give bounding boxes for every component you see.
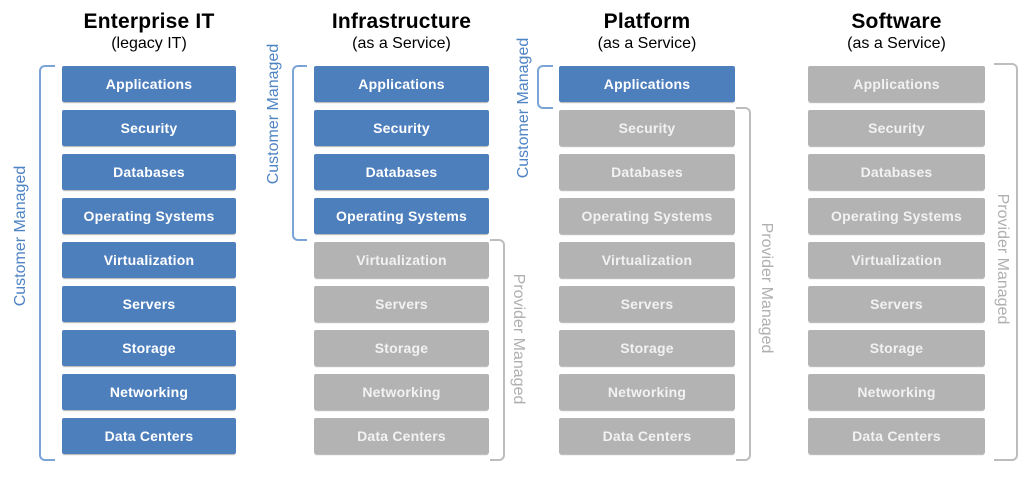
layer-box-virtualization: Virtualization [559,242,735,278]
layer-box-networking: Networking [314,374,489,410]
layer-box-virtualization: Virtualization [62,242,236,278]
layer-box-servers: Servers [62,286,236,322]
layer-box-operating-systems: Operating Systems [314,198,489,234]
layer-box-virtualization: Virtualization [314,242,489,278]
column-subtitle: (as a Service) [597,35,697,52]
layer-box-security: Security [62,110,236,146]
customer-managed-bracket [537,65,553,109]
provider-managed-bracket [994,63,1018,461]
layer-box-data-centers: Data Centers [559,418,735,454]
column-subtitle: (as a Service) [352,35,451,52]
layer-box-applications: Applications [808,66,985,102]
column-header-platform: Platform (as a Service) [527,10,767,54]
column-title: Infrastructure [331,10,472,33]
layer-box-operating-systems: Operating Systems [559,198,735,234]
column-title: Platform [603,10,691,33]
layer-box-databases: Databases [62,154,236,190]
layer-box-servers: Servers [808,286,985,322]
layer-box-databases: Databases [559,154,735,190]
layer-box-data-centers: Data Centers [808,418,985,454]
provider-managed-label: Provider Managed [994,193,1011,325]
layer-box-security: Security [808,110,985,146]
provider-managed-bracket [736,107,751,461]
layer-box-security: Security [314,110,489,146]
column-title: Software [851,10,942,33]
column-subtitle: (as a Service) [847,35,946,52]
customer-managed-label: Customer Managed [12,165,29,307]
column-title: Enterprise IT [83,10,215,33]
layer-box-networking: Networking [62,374,236,410]
layer-box-applications: Applications [314,66,489,102]
layer-box-networking: Networking [559,374,735,410]
layer-box-storage: Storage [62,330,236,366]
layer-box-databases: Databases [808,154,985,190]
layer-box-databases: Databases [314,154,489,190]
column-subtitle: (legacy IT) [111,35,187,52]
layer-box-virtualization: Virtualization [808,242,985,278]
layer-box-security: Security [559,110,735,146]
column-header-infrastructure: Infrastructure (as a Service) [282,10,522,54]
layer-box-storage: Storage [314,330,489,366]
layer-box-applications: Applications [559,66,735,102]
layer-box-data-centers: Data Centers [62,418,236,454]
provider-managed-label: Provider Managed [758,222,775,354]
layer-box-applications: Applications [62,66,236,102]
provider-managed-label: Provider Managed [510,273,527,405]
customer-managed-bracket [39,65,55,461]
layer-box-servers: Servers [314,286,489,322]
provider-managed-bracket [490,239,505,461]
layer-box-servers: Servers [559,286,735,322]
customer-managed-bracket [292,65,307,241]
layer-box-data-centers: Data Centers [314,418,489,454]
layer-box-storage: Storage [808,330,985,366]
layer-box-operating-systems: Operating Systems [808,198,985,234]
customer-managed-label: Customer Managed [515,37,532,179]
column-header-software: Software (as a Service) [777,10,1017,54]
customer-managed-label: Customer Managed [265,43,282,185]
column-header-enterprise-it: Enterprise IT (legacy IT) [29,10,269,54]
layer-box-storage: Storage [559,330,735,366]
layer-box-networking: Networking [808,374,985,410]
layer-box-operating-systems: Operating Systems [62,198,236,234]
